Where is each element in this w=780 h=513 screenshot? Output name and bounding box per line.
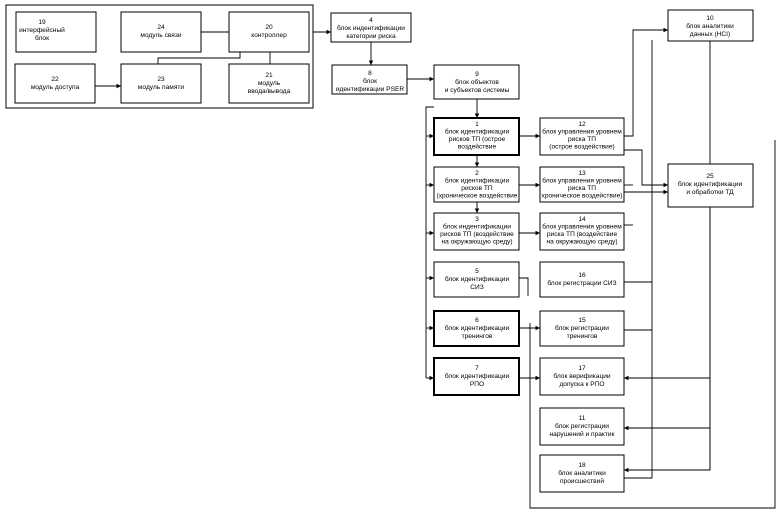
- block-11: 11блок регистрациинарушений и практик: [540, 408, 624, 445]
- block-2: 2блок идентификациирисков ТП(хроническое…: [434, 167, 519, 202]
- block-3: 3блок индентификациирисков ТП (воздейств…: [434, 213, 519, 250]
- block-8: 8блокидентификации PSER: [332, 65, 407, 94]
- edge-12-10: [624, 30, 668, 136]
- block-15: 15блок регистрациитренингов: [540, 311, 624, 346]
- block-7: 7блок идентификацииРПО: [434, 358, 519, 395]
- block-17: 17блок верификациидопуска к РПО: [540, 358, 624, 395]
- block-4: 4блок индентификациикатегории риска: [331, 13, 411, 42]
- block-19: 19интерфейсныйблок: [16, 12, 96, 52]
- block-1: 1блок идентификациирисков ТП (остроевозд…: [434, 118, 519, 155]
- edge-20-23: [158, 52, 240, 64]
- block-16: 16блок регистрации СИЗ: [540, 262, 624, 297]
- block-23: 23модуль памяти: [121, 64, 201, 103]
- edge-25-17: [624, 208, 710, 378]
- block-22: 22модуль доступа: [15, 64, 95, 103]
- block-9: 9блок объектови субъектов системы: [434, 65, 519, 99]
- block-5: 5блок идентификацииСИЗ: [434, 262, 519, 297]
- block-6: 6блок идентификациитренингов: [434, 311, 519, 346]
- edge-bus-left: [426, 107, 434, 378]
- block-21: 21модульввода/вывода: [229, 64, 309, 103]
- block-12: 12блок управления уровнемриска ТП(острое…: [540, 118, 624, 155]
- edge-bus-right: [624, 40, 652, 478]
- block-25: 25блок идентификациии обработки ТД: [668, 164, 753, 207]
- block-18: 18блок аналитикипроисшествий: [540, 455, 624, 492]
- block-24: 24модуль связи: [121, 12, 201, 52]
- edge-5-16: [519, 278, 528, 296]
- block-13: 13блок управления уровнемриска ТПхрониче…: [540, 167, 624, 202]
- block-10: 10блок аналитикиданных (НСI): [668, 10, 753, 41]
- block-20: 20контроллер: [229, 12, 309, 52]
- edge-18-10: [652, 40, 710, 470]
- block-14: 14блок управления уровнемриска ТП (возде…: [540, 213, 624, 250]
- edge-12-25: [624, 150, 668, 185]
- edge-25-18: [624, 378, 710, 470]
